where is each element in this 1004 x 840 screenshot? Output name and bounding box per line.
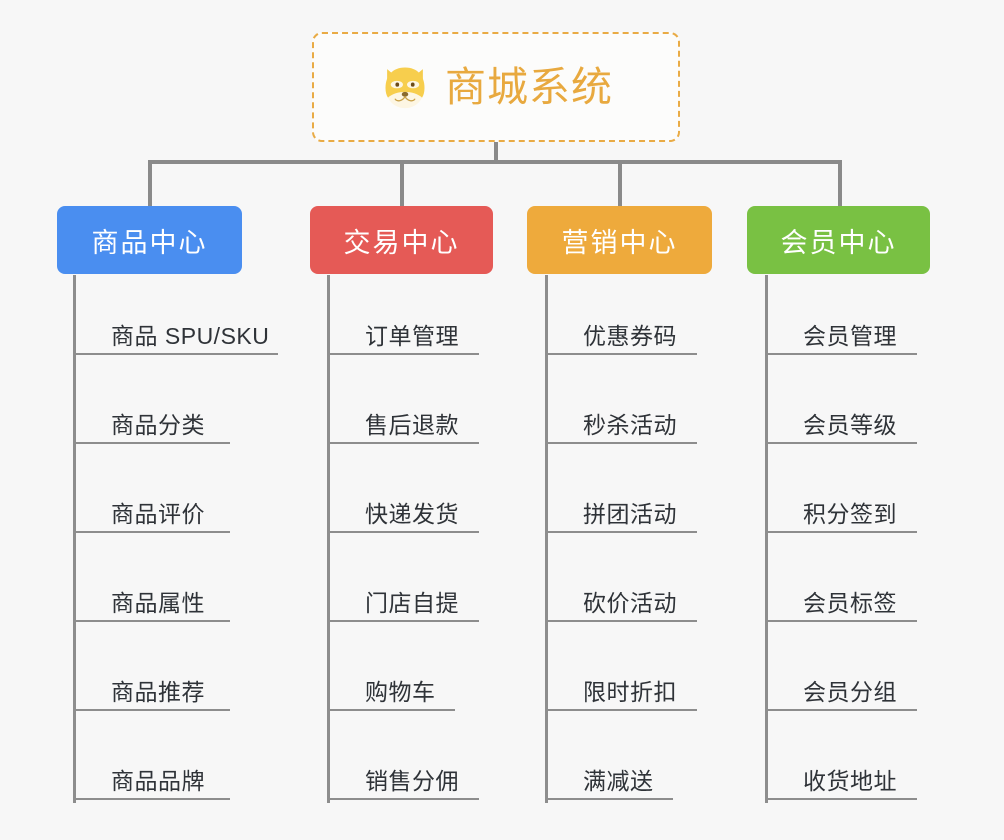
- leaf-item[interactable]: 拼团活动: [545, 453, 697, 533]
- leaf-item[interactable]: 快递发货: [327, 453, 479, 533]
- leaf-label: 积分签到: [803, 501, 897, 528]
- category-box-1[interactable]: 商品中心: [57, 206, 242, 274]
- leaf-item[interactable]: 满减送: [545, 720, 673, 800]
- leaf-item[interactable]: 购物车: [327, 631, 455, 711]
- connector-drop-3: [618, 160, 622, 206]
- leaf-label: 收货地址: [803, 768, 897, 795]
- leaf-label: 拼团活动: [583, 501, 677, 528]
- leaf-label: 会员标签: [803, 590, 897, 617]
- leaf-label: 商品品牌: [111, 768, 205, 795]
- branch-spine: [327, 275, 330, 803]
- leaf-item[interactable]: 商品推荐: [73, 631, 230, 711]
- leaf-label: 订单管理: [365, 323, 459, 350]
- branch-spine: [73, 275, 76, 803]
- leaf-item[interactable]: 会员等级: [765, 364, 917, 444]
- leaf-label: 商品分类: [111, 412, 205, 439]
- leaf-item[interactable]: 订单管理: [327, 275, 479, 355]
- leaf-item[interactable]: 限时折扣: [545, 631, 697, 711]
- connector-horizontal-bus: [148, 160, 842, 164]
- leaf-label: 满减送: [583, 768, 654, 795]
- leaf-item[interactable]: 商品分类: [73, 364, 230, 444]
- leaf-item[interactable]: 收货地址: [765, 720, 917, 800]
- category-label: 会员中心: [780, 227, 897, 258]
- leaf-item[interactable]: 砍价活动: [545, 542, 697, 622]
- branch-spine: [765, 275, 768, 803]
- leaf-item[interactable]: 商品品牌: [73, 720, 230, 800]
- leaf-item[interactable]: 商品评价: [73, 453, 230, 533]
- leaf-label: 门店自提: [365, 590, 459, 617]
- category-box-3[interactable]: 营销中心: [527, 206, 712, 274]
- root-title: 商城系统: [445, 63, 613, 110]
- category-label: 交易中心: [343, 227, 460, 258]
- leaf-label: 商品属性: [111, 590, 205, 617]
- connector-drop-4: [838, 160, 842, 206]
- leaf-label: 售后退款: [365, 412, 459, 439]
- shiba-dog-face-icon: [379, 61, 431, 113]
- category-box-2[interactable]: 交易中心: [310, 206, 493, 274]
- connector-drop-2: [400, 160, 404, 206]
- category-label: 营销中心: [561, 227, 678, 258]
- leaf-label: 秒杀活动: [583, 412, 677, 439]
- leaf-item[interactable]: 门店自提: [327, 542, 479, 622]
- category-label: 商品中心: [91, 227, 208, 258]
- leaf-item[interactable]: 会员管理: [765, 275, 917, 355]
- leaf-label: 会员分组: [803, 679, 897, 706]
- leaf-label: 砍价活动: [583, 590, 677, 617]
- leaf-item[interactable]: 商品 SPU/SKU: [73, 275, 278, 355]
- leaf-label: 限时折扣: [583, 679, 677, 706]
- leaf-item[interactable]: 商品属性: [73, 542, 230, 622]
- category-box-4[interactable]: 会员中心: [747, 206, 930, 274]
- connector-root-stem: [494, 142, 498, 164]
- leaf-label: 会员等级: [803, 412, 897, 439]
- leaf-label: 商品评价: [111, 501, 205, 528]
- leaf-item[interactable]: 销售分佣: [327, 720, 479, 800]
- leaf-item[interactable]: 秒杀活动: [545, 364, 697, 444]
- leaf-item[interactable]: 优惠券码: [545, 275, 697, 355]
- leaf-label: 销售分佣: [365, 768, 459, 795]
- connector-drop-1: [148, 160, 152, 206]
- leaf-item[interactable]: 会员标签: [765, 542, 917, 622]
- leaf-item[interactable]: 会员分组: [765, 631, 917, 711]
- leaf-label: 会员管理: [803, 323, 897, 350]
- leaf-item[interactable]: 积分签到: [765, 453, 917, 533]
- leaf-label: 商品 SPU/SKU: [111, 323, 270, 350]
- leaf-label: 快递发货: [365, 501, 459, 528]
- leaf-label: 购物车: [365, 679, 436, 706]
- branch-spine: [545, 275, 548, 803]
- leaf-label: 优惠券码: [583, 323, 677, 350]
- root-node[interactable]: 商城系统: [312, 32, 680, 142]
- leaf-item[interactable]: 售后退款: [327, 364, 479, 444]
- leaf-label: 商品推荐: [111, 679, 205, 706]
